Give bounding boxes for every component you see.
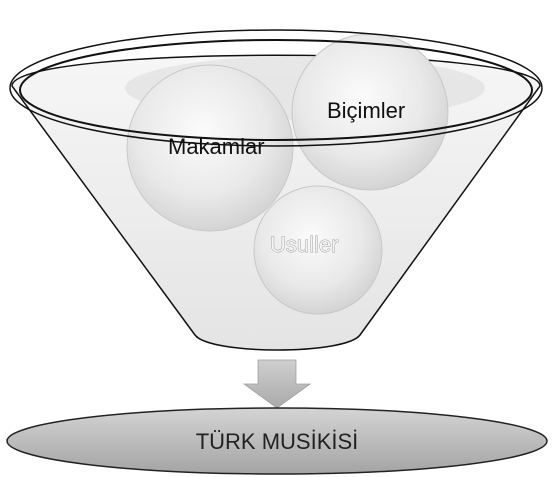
circle-makamlar xyxy=(126,64,294,232)
result-label: TÜRK MUSİKİSİ xyxy=(196,429,359,454)
down-arrow-icon xyxy=(242,359,312,409)
label-usuller: Usuller xyxy=(270,232,338,257)
funnel-rim-inner xyxy=(19,39,533,141)
circle-usuller xyxy=(253,185,383,315)
label-bicimler: Biçimler xyxy=(327,98,405,123)
result-ellipse xyxy=(6,407,548,475)
funnel-rim-outer xyxy=(9,29,543,147)
label-makamlar: Makamlar xyxy=(168,134,265,159)
